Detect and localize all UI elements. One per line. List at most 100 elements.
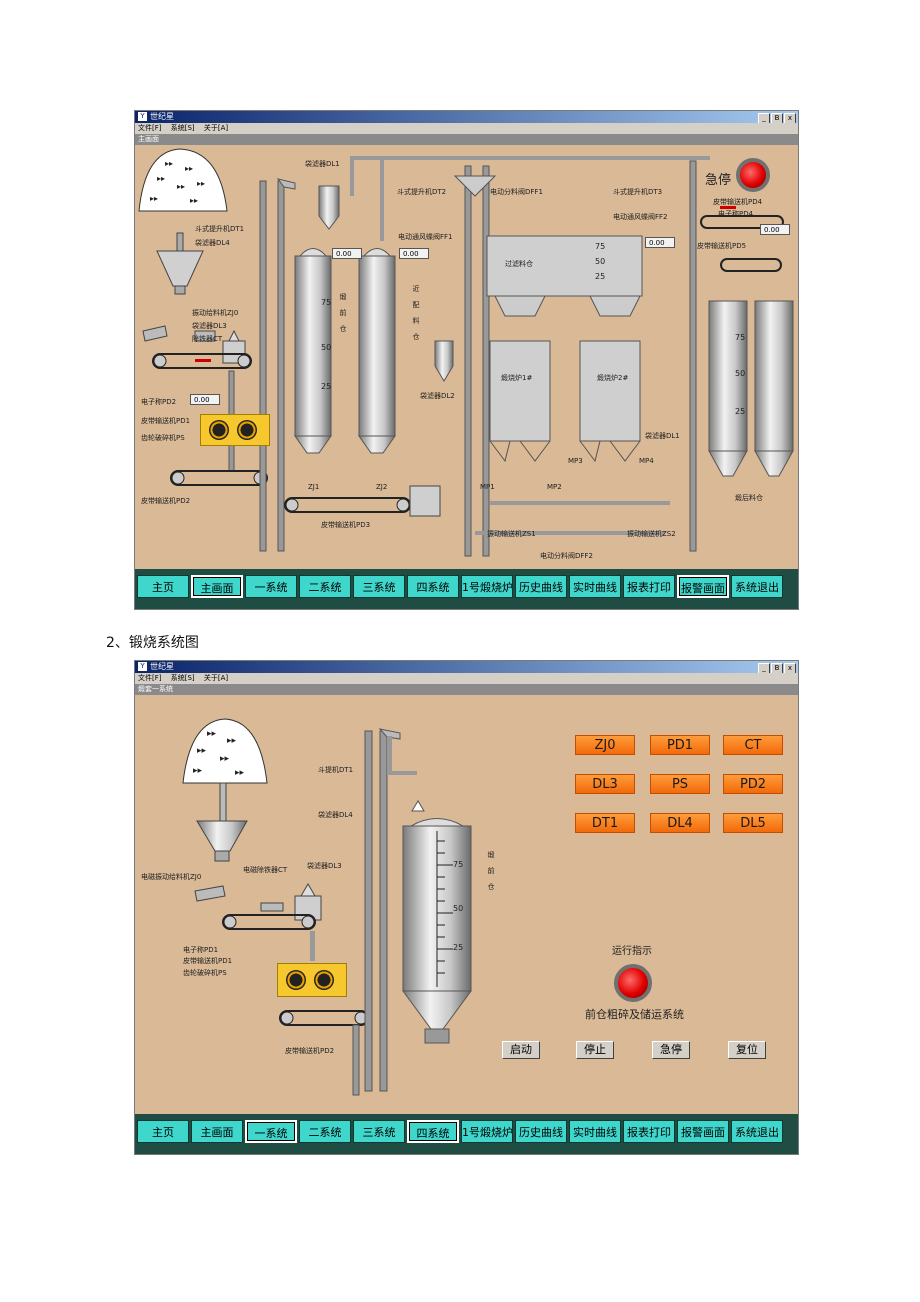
scale-mark: 50 bbox=[321, 343, 332, 352]
start-button[interactable]: 启动 bbox=[502, 1041, 540, 1059]
label-ps: 齿轮破碎机PS bbox=[141, 434, 185, 442]
nav-exit[interactable]: 系统退出 bbox=[731, 1120, 783, 1143]
app-logo-icon: Y bbox=[138, 112, 147, 121]
scale-mark: 50 bbox=[453, 904, 464, 913]
nav-furnace-1[interactable]: 1号煅烧炉 bbox=[461, 575, 513, 598]
nav-system-2[interactable]: 二系统 bbox=[299, 1120, 351, 1143]
belt-pd4-icon bbox=[700, 215, 784, 229]
label-pd1-belt: 皮带输送机PD1 bbox=[183, 957, 233, 965]
menu-file[interactable]: 文件[F] bbox=[138, 124, 162, 132]
svg-text:▸▸: ▸▸ bbox=[150, 194, 158, 203]
system-diagram: ▸▸▸▸▸▸▸▸▸▸▸▸ bbox=[182, 718, 472, 1096]
process-diagram: ▸▸▸▸▸▸ ▸▸▸▸▸▸▸▸ bbox=[138, 148, 794, 557]
label-mp1: MP1 bbox=[480, 483, 495, 491]
status-pd2[interactable]: PD2 bbox=[723, 774, 783, 794]
silo-scale-icon bbox=[436, 831, 453, 987]
nav-history[interactable]: 历史曲线 bbox=[515, 575, 567, 598]
label-pd4-belt: 皮带输送机PD4 bbox=[713, 198, 763, 206]
label-dl3: 袋滤器DL3 bbox=[192, 322, 227, 330]
scale-mark: 75 bbox=[595, 242, 606, 251]
app-logo-icon: Y bbox=[138, 662, 147, 671]
nav-system-4[interactable]: 四系统 bbox=[407, 1120, 459, 1143]
nav-exit[interactable]: 系统退出 bbox=[731, 575, 783, 598]
nav-history[interactable]: 历史曲线 bbox=[515, 1120, 567, 1143]
emergency-stop-button[interactable] bbox=[736, 158, 770, 192]
label-near-silo: 近配料仓 bbox=[412, 285, 420, 341]
nav-report[interactable]: 报表打印 bbox=[623, 575, 675, 598]
menu-system[interactable]: 系统[S] bbox=[170, 674, 195, 682]
menu-file[interactable]: 文件[F] bbox=[138, 674, 162, 682]
nav-system-3[interactable]: 三系统 bbox=[353, 1120, 405, 1143]
nav-realtime[interactable]: 实时曲线 bbox=[569, 575, 621, 598]
scale-mark: 25 bbox=[453, 943, 464, 952]
nav-system-3[interactable]: 三系统 bbox=[353, 575, 405, 598]
status-dl3[interactable]: DL3 bbox=[575, 774, 635, 794]
label-zj2: ZJ2 bbox=[376, 483, 388, 491]
nav-main[interactable]: 主画面 bbox=[191, 1120, 243, 1143]
label-pd5: 皮带输送机PD5 bbox=[697, 242, 747, 250]
label-dl3: 袋滤器DL3 bbox=[307, 862, 342, 870]
menu-bar: 文件[F] 系统[S] 关于[A] bbox=[135, 673, 798, 684]
belt-pd2-icon bbox=[170, 470, 268, 486]
status-zj0[interactable]: ZJ0 bbox=[575, 735, 635, 755]
status-ct[interactable]: CT bbox=[723, 735, 783, 755]
nav-furnace-1[interactable]: 1号煅烧炉 bbox=[461, 1120, 513, 1143]
iron-remover-icon bbox=[260, 902, 284, 912]
label-zs1: 振动输送机ZS1 bbox=[487, 530, 536, 538]
scale-mark: 25 bbox=[321, 382, 332, 391]
label-pd1: 皮带输送机PD1 bbox=[141, 417, 191, 425]
nav-home[interactable]: 主页 bbox=[137, 575, 189, 598]
menu-about[interactable]: 关于[A] bbox=[203, 124, 229, 132]
nav-system-1[interactable]: 一系统 bbox=[245, 1120, 297, 1143]
nav-alarm[interactable]: 报警画面 bbox=[677, 575, 729, 598]
nav-report[interactable]: 报表打印 bbox=[623, 1120, 675, 1143]
scale-mark: 50 bbox=[735, 369, 746, 378]
pd2-value: 0.00 bbox=[190, 394, 220, 405]
dust-filter-dl1-icon bbox=[318, 185, 340, 230]
filter-bin-icon bbox=[486, 235, 643, 297]
stop-button[interactable]: 停止 bbox=[576, 1041, 614, 1059]
menu-about[interactable]: 关于[A] bbox=[203, 674, 229, 682]
nav-system-1[interactable]: 一系统 bbox=[245, 575, 297, 598]
label-mp2: MP2 bbox=[547, 483, 562, 491]
scale-mark: 25 bbox=[735, 407, 746, 416]
label-ps: 齿轮破碎机PS bbox=[183, 969, 227, 977]
nav-bar: 主页 主画面 一系统 二系统 三系统 四系统 1号煅烧炉 历史曲线 实时曲线 报… bbox=[135, 1114, 798, 1154]
gear-crusher-ps-icon bbox=[200, 414, 270, 446]
menu-system[interactable]: 系统[S] bbox=[170, 124, 195, 132]
svg-text:▸▸: ▸▸ bbox=[220, 754, 230, 764]
label-pd1-scale: 电子称PD1 bbox=[183, 946, 219, 954]
screen-subtitle: 煅套一系统 bbox=[135, 684, 798, 695]
menu-bar: 文件[F] 系统[S] 关于[A] bbox=[135, 123, 798, 134]
status-dl4[interactable]: DL4 bbox=[650, 813, 710, 833]
belt-pd1-icon bbox=[152, 353, 252, 369]
status-dt1[interactable]: DT1 bbox=[575, 813, 635, 833]
raw-material-pile-icon bbox=[182, 718, 268, 784]
scale-mark: 75 bbox=[321, 298, 332, 307]
nav-realtime[interactable]: 实时曲线 bbox=[569, 1120, 621, 1143]
label-dt3: 斗式提升机DT3 bbox=[613, 188, 663, 196]
pile-texture-icon: ▸▸▸▸▸▸ ▸▸▸▸▸▸▸▸ bbox=[150, 159, 205, 205]
status-dl5[interactable]: DL5 bbox=[723, 813, 783, 833]
belt-pd1-icon bbox=[222, 914, 316, 930]
status-ps[interactable]: PS bbox=[650, 774, 710, 794]
label-zj0: 振动给料机ZJ0 bbox=[192, 309, 239, 317]
status-pd1[interactable]: PD1 bbox=[650, 735, 710, 755]
label-dt1: 斗提机DT1 bbox=[318, 766, 354, 774]
iron-remover-icon bbox=[194, 330, 216, 342]
nav-system-2[interactable]: 二系统 bbox=[299, 575, 351, 598]
emergency-stop-button[interactable]: 急停 bbox=[652, 1041, 690, 1059]
label-run-indicator: 运行指示 bbox=[612, 946, 652, 957]
svg-text:▸▸: ▸▸ bbox=[193, 766, 203, 776]
svg-text:▸▸: ▸▸ bbox=[190, 196, 198, 205]
nav-alarm[interactable]: 报警画面 bbox=[677, 1120, 729, 1143]
reset-button[interactable]: 复位 bbox=[728, 1041, 766, 1059]
scale-mark: 25 bbox=[595, 272, 606, 281]
feeder-hopper-icon bbox=[156, 250, 204, 287]
nav-home[interactable]: 主页 bbox=[137, 1120, 189, 1143]
nav-main[interactable]: 主画面 bbox=[191, 575, 243, 598]
nav-system-4[interactable]: 四系统 bbox=[407, 575, 459, 598]
label-pd2-belt: 皮带输送机PD2 bbox=[141, 497, 191, 505]
window-title: 世纪星 bbox=[150, 112, 174, 121]
